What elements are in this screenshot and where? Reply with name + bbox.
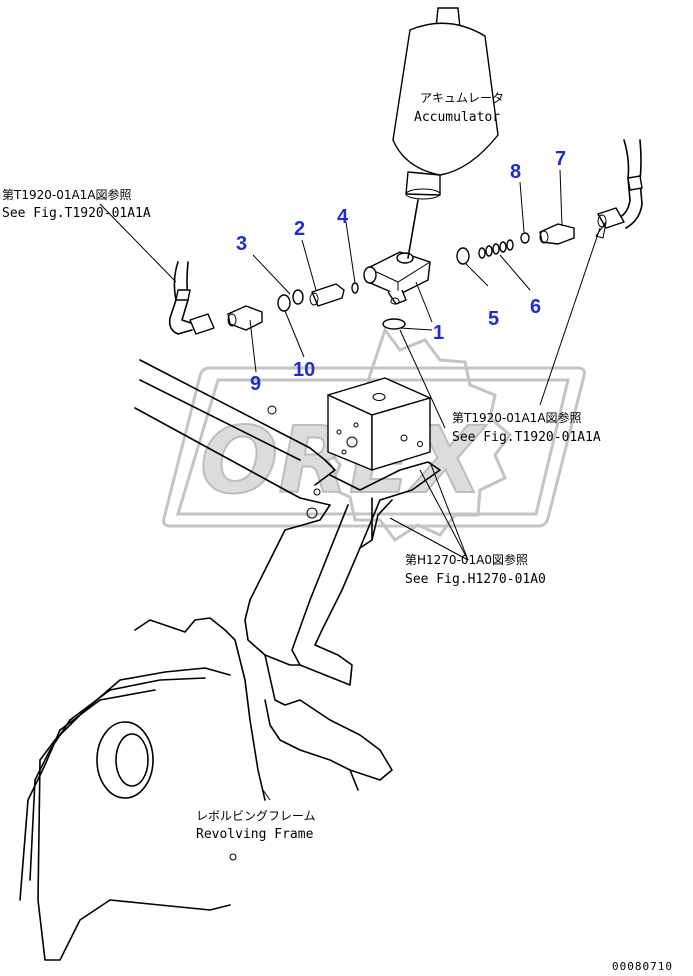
- spring-6: [478, 239, 514, 259]
- drawing-code: 00080710: [612, 960, 673, 973]
- part-number-1: 1: [433, 322, 444, 344]
- part-number-6: 6: [530, 296, 541, 318]
- ring-4: [351, 282, 359, 294]
- part-number-4: 4: [337, 206, 349, 228]
- accumulator-jp-label: アキュムレータ: [420, 91, 504, 105]
- part-number-5: 5: [488, 308, 499, 330]
- washer-10: [277, 294, 291, 312]
- left-hose: [168, 261, 215, 335]
- ref-left-en: See Fig.T1920-01A1A: [2, 206, 151, 221]
- o-ring-1: [382, 318, 406, 330]
- part-number-10: 10: [293, 359, 315, 381]
- part-number-7: 7: [555, 148, 566, 170]
- ring-8: [520, 232, 530, 244]
- ref-right-jp: 第T1920-01A1A図参照: [452, 410, 582, 425]
- reference-notes: 第T1920-01A1A図参照 See Fig.T1920-01A1A 第T19…: [2, 187, 601, 842]
- valve-block: [327, 377, 431, 471]
- part-number-3: 3: [236, 233, 247, 255]
- right-hose: [597, 139, 643, 229]
- accumulator: アキュムレータ Accumulator: [392, 7, 504, 259]
- ref-right-en: See Fig.T1920-01A1A: [452, 430, 601, 445]
- part-number-2: 2: [294, 218, 305, 240]
- ref-left-jp: 第T1920-01A1A図参照: [2, 187, 132, 202]
- ring-3: [292, 289, 304, 305]
- revolving-frame: [19, 359, 393, 961]
- ref-h-en: See Fig.H1270-01A0: [405, 572, 546, 587]
- part-number-8: 8: [510, 161, 521, 183]
- leader-lines: [99, 169, 607, 801]
- part-number-labels: 1 2 3 4 5 6 7 8 9 10: [236, 148, 566, 395]
- nipple-7: [539, 223, 575, 245]
- part-number-9: 9: [250, 373, 261, 395]
- tee-fitting: [363, 251, 431, 305]
- nipple-9: [227, 305, 263, 331]
- washer-5: [456, 247, 470, 265]
- frame-jp: レボルビングフレーム: [196, 809, 316, 823]
- accumulator-en-label: Accumulator: [414, 110, 500, 125]
- ref-h-jp: 第H1270-01A0図参照: [405, 552, 528, 567]
- fitting-2: [309, 283, 345, 307]
- frame-en: Revolving Frame: [196, 827, 314, 842]
